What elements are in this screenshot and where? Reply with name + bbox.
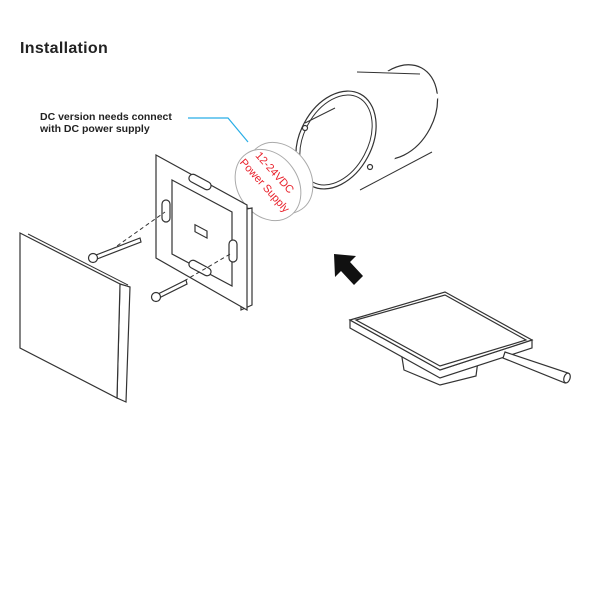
- mounting-frame: [99, 153, 253, 312]
- dc-power-supply: 12-24VDC Power Supply: [234, 141, 314, 222]
- page-title: Installation: [20, 40, 109, 57]
- screw-lower: [150, 279, 188, 303]
- dc-callout: DC version needs connect with DC power s…: [40, 111, 172, 135]
- screw-upper: [87, 237, 142, 264]
- callout-leader-line: [188, 117, 249, 143]
- screwdriver: [502, 351, 571, 384]
- insert-direction-arrow: [334, 254, 363, 285]
- switch-panel: [19, 232, 131, 403]
- callout-line-1: DC version needs connect: [40, 111, 172, 123]
- wall-back-box: [290, 58, 440, 191]
- assembled-switch: [348, 291, 534, 386]
- callout-line-2: with DC power supply: [40, 123, 150, 135]
